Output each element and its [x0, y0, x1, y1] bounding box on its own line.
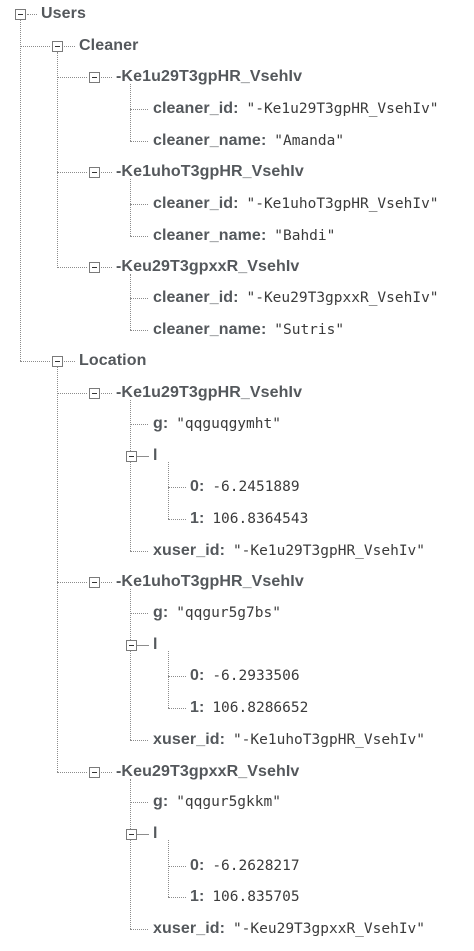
field-l-1[interactable]: 1: 106.8364543 [190, 510, 309, 527]
field-key: cleaner_id [153, 289, 234, 306]
field-cleaner-id[interactable]: cleaner_id: "-Keu29T3gpxxR_VsehIv" [153, 289, 439, 306]
collapse-toggle-icon[interactable] [89, 167, 100, 178]
field-value: 106.8364543 [212, 511, 309, 527]
collapse-toggle-icon[interactable] [89, 767, 100, 778]
field-value: 106.835705 [212, 889, 300, 905]
collapse-toggle-icon[interactable] [89, 72, 100, 83]
field-key: cleaner_name [153, 227, 261, 244]
field-key: xuser_id [153, 731, 220, 748]
field-value: "-Ke1uhoT3gpHR_VsehIv" [246, 196, 439, 212]
field-value: "qqguqgymht" [176, 416, 281, 432]
collapse-toggle-icon[interactable] [15, 9, 26, 20]
field-key: xuser_id [153, 542, 220, 559]
field-key: 1 [190, 699, 199, 716]
node-location[interactable]: Location [79, 349, 146, 373]
field-key: g [153, 415, 163, 432]
field-value: "-Keu29T3gpxxR_VsehIv" [246, 290, 439, 306]
field-value: -6.2628217 [212, 858, 300, 874]
field-l-0[interactable]: 0: -6.2933506 [190, 667, 300, 684]
field-key: cleaner_name [153, 321, 261, 338]
field-xuser-id[interactable]: xuser_id: "-Ke1u29T3gpHR_VsehIv" [153, 542, 426, 559]
field-l-0[interactable]: 0: -6.2628217 [190, 857, 300, 874]
field-g[interactable]: g: "qqguqgymht" [153, 415, 281, 432]
node-l[interactable]: l [153, 444, 158, 468]
field-value: "Bahdi" [274, 228, 336, 244]
collapse-toggle-icon[interactable] [89, 388, 100, 399]
node-cleaner-item[interactable]: -Keu29T3gpxxR_VsehIv [116, 255, 299, 279]
node-key: Users [41, 5, 86, 22]
node-key: -Ke1uhoT3gpHR_VsehIv [116, 163, 304, 180]
field-key: 0 [190, 857, 199, 874]
node-l[interactable]: l [153, 633, 158, 657]
field-l-1[interactable]: 1: 106.8286652 [190, 699, 309, 716]
field-cleaner-id[interactable]: cleaner_id: "-Ke1u29T3gpHR_VsehIv" [153, 100, 439, 117]
field-key: cleaner_id [153, 100, 234, 117]
node-cleaner-item[interactable]: -Ke1uhoT3gpHR_VsehIv [116, 160, 304, 184]
field-key: 1 [190, 888, 199, 905]
field-key: xuser_id [153, 920, 220, 937]
field-l-1[interactable]: 1: 106.835705 [190, 888, 300, 905]
node-key: -Keu29T3gpxxR_VsehIv [116, 258, 300, 275]
collapse-toggle-icon[interactable] [52, 41, 63, 52]
collapse-toggle-icon[interactable] [52, 356, 63, 367]
node-key: l [153, 447, 158, 464]
node-key: -Ke1u29T3gpHR_VsehIv [116, 384, 303, 401]
node-key: -Ke1uhoT3gpHR_VsehIv [116, 573, 304, 590]
collapse-toggle-icon[interactable] [89, 577, 100, 588]
field-cleaner-name[interactable]: cleaner_name: "Bahdi" [153, 227, 336, 244]
field-value: "-Ke1u29T3gpHR_VsehIv" [232, 543, 426, 559]
field-value: "qqgur5g7bs" [176, 605, 281, 621]
node-location-item[interactable]: -Ke1u29T3gpHR_VsehIv [116, 381, 302, 405]
node-key: Location [79, 352, 147, 369]
node-cleaner[interactable]: Cleaner [79, 34, 138, 58]
field-value: -6.2933506 [212, 668, 300, 684]
field-key: g [153, 604, 163, 621]
node-users[interactable]: Users [41, 2, 86, 26]
node-l[interactable]: l [153, 822, 158, 846]
node-cleaner-item[interactable]: -Ke1u29T3gpHR_VsehIv [116, 65, 302, 89]
field-value: "-Ke1uhoT3gpHR_VsehIv" [232, 732, 426, 748]
field-key: cleaner_id [153, 195, 234, 212]
field-key: 1 [190, 510, 199, 527]
field-cleaner-name[interactable]: cleaner_name: "Sutris" [153, 321, 345, 338]
collapse-toggle-icon[interactable] [89, 262, 100, 273]
field-cleaner-name[interactable]: cleaner_name: "Amanda" [153, 132, 345, 149]
field-value: "-Keu29T3gpxxR_VsehIv" [232, 921, 426, 937]
field-value: 106.8286652 [212, 700, 309, 716]
field-g[interactable]: g: "qqgur5g7bs" [153, 604, 281, 621]
collapse-toggle-icon[interactable] [126, 829, 137, 840]
node-key: Cleaner [79, 37, 139, 54]
field-value: "Sutris" [274, 322, 345, 338]
collapse-toggle-icon[interactable] [126, 640, 137, 651]
node-location-item[interactable]: -Keu29T3gpxxR_VsehIv [116, 760, 299, 784]
field-value: "-Ke1u29T3gpHR_VsehIv" [246, 101, 439, 117]
field-key: 0 [190, 667, 199, 684]
node-key: l [153, 825, 158, 842]
field-l-0[interactable]: 0: -6.2451889 [190, 478, 300, 495]
node-key: -Ke1u29T3gpHR_VsehIv [116, 68, 303, 85]
field-key: 0 [190, 478, 199, 495]
node-key: l [153, 636, 158, 653]
node-key: -Keu29T3gpxxR_VsehIv [116, 763, 300, 780]
field-key: cleaner_name [153, 132, 261, 149]
node-location-item[interactable]: -Ke1uhoT3gpHR_VsehIv [116, 570, 304, 594]
field-cleaner-id[interactable]: cleaner_id: "-Ke1uhoT3gpHR_VsehIv" [153, 195, 439, 212]
field-key: g [153, 793, 163, 810]
field-value: "qqgur5gkkm" [176, 794, 281, 810]
field-xuser-id[interactable]: xuser_id: "-Ke1uhoT3gpHR_VsehIv" [153, 731, 426, 748]
field-g[interactable]: g: "qqgur5gkkm" [153, 793, 281, 810]
field-xuser-id[interactable]: xuser_id: "-Keu29T3gpxxR_VsehIv" [153, 920, 426, 937]
field-value: "Amanda" [274, 133, 345, 149]
field-value: -6.2451889 [212, 479, 300, 495]
collapse-toggle-icon[interactable] [126, 451, 137, 462]
